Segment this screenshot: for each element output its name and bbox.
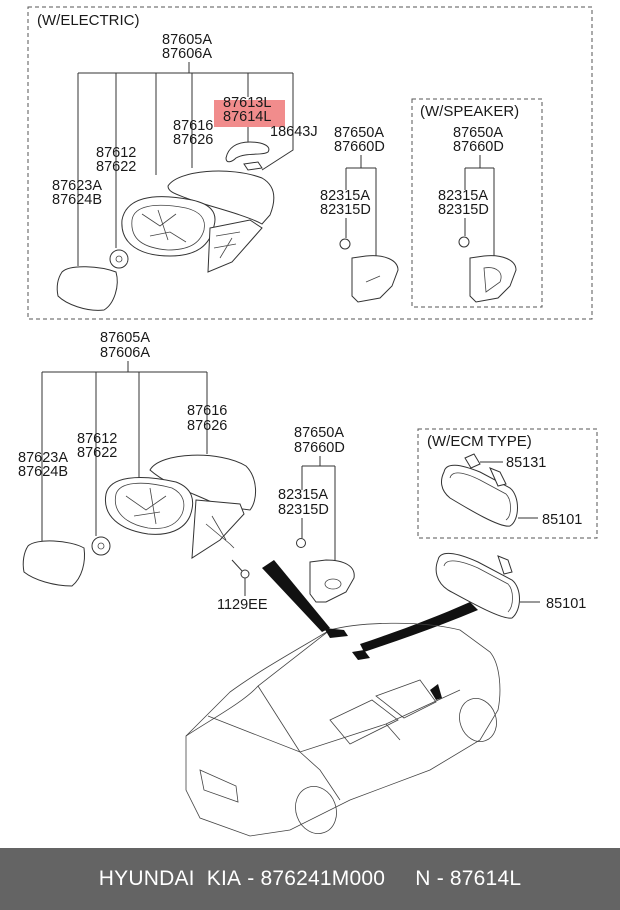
label-connector[interactable]: 18643J — [270, 124, 318, 140]
group-inside-mirror: 85101 — [435, 553, 586, 619]
leader-trim — [345, 155, 377, 257]
label-assembly-2[interactable]: 87606A — [162, 46, 212, 62]
m-clip-part-drawing — [296, 538, 306, 548]
housing-part-drawing — [121, 196, 216, 257]
label-speaker-trim-1[interactable]: 87650A — [453, 125, 503, 141]
speaker-trim-part-drawing — [469, 255, 517, 303]
m-bolt-shaft — [231, 559, 244, 573]
label-m-assembly-1[interactable]: 87605A — [100, 330, 150, 346]
label-m-cover-2[interactable]: 87626 — [187, 418, 227, 434]
footer-brand: HYUNDAI KIA — [98, 867, 242, 890]
label-ecm-mirror[interactable]: 85101 — [542, 512, 582, 528]
group-ecm-frame — [417, 428, 598, 539]
label-trim-2[interactable]: 87660D — [334, 139, 385, 155]
label-actuator-2[interactable]: 87622 — [96, 159, 136, 175]
leader-assembly — [77, 62, 294, 266]
group-ecm-title: (W/ECM TYPE) — [427, 433, 532, 450]
lamp-part-drawing — [225, 141, 270, 163]
label-m-cover-1[interactable]: 87616 — [187, 403, 227, 419]
group-speaker-title: (W/SPEAKER) — [420, 103, 519, 120]
label-lamp-1[interactable]: 87613L — [223, 95, 271, 111]
inside-mirror-part-drawing — [435, 553, 520, 619]
label-glass-2[interactable]: 87624B — [52, 192, 102, 208]
label-cover-1[interactable]: 87616 — [173, 118, 213, 134]
highlight-target-part — [214, 100, 285, 127]
cover-part-drawing — [167, 170, 275, 225]
m-bolt-part-drawing — [240, 569, 250, 579]
group-electric-title: (W/ELECTRIC) — [37, 12, 140, 29]
label-m-trim-1[interactable]: 87650A — [294, 425, 344, 441]
pointer-inside-mirror — [360, 602, 478, 652]
group-manual: 87605A 87606A 87616 87626 87612 87622 87… — [18, 330, 355, 613]
label-m-assembly-2[interactable]: 87606A — [100, 345, 150, 361]
connector-part-drawing — [243, 161, 263, 171]
leader-speaker-trim — [464, 155, 495, 257]
trim-part-drawing — [351, 255, 399, 303]
footer-bar: HYUNDAI KIA - 876241M000 N - 87614L — [0, 848, 620, 910]
ecm-cover-part-drawing — [464, 453, 481, 469]
m-glass-part-drawing — [22, 540, 85, 587]
label-m-glass-2[interactable]: 87624B — [18, 464, 68, 480]
label-m-trim-2[interactable]: 87660D — [294, 440, 345, 456]
label-m-glass-1[interactable]: 87623A — [18, 450, 68, 466]
label-speaker-clip-1[interactable]: 82315A — [438, 188, 488, 204]
label-m-actuator-2[interactable]: 87622 — [77, 445, 117, 461]
label-m-bolt[interactable]: 1129EE — [217, 597, 268, 613]
group-ecm: (W/ECM TYPE) 85131 85101 — [417, 428, 598, 539]
ecm-mirror-part-drawing — [441, 464, 518, 527]
m-trim-part-drawing — [309, 559, 355, 603]
label-m-clip-1[interactable]: 82315A — [278, 487, 328, 503]
label-inside-mirror[interactable]: 85101 — [546, 596, 586, 612]
base-part-drawing — [207, 219, 263, 273]
footer-n-number: 87614L — [449, 867, 522, 890]
label-ecm-cover[interactable]: 85131 — [506, 455, 546, 471]
label-speaker-trim-2[interactable]: 87660D — [453, 139, 504, 155]
group-speaker-frame — [411, 98, 543, 308]
footer-separator-1: - — [241, 867, 261, 890]
label-lamp-2[interactable]: 87614L — [223, 109, 271, 125]
footer-separator-2: - — [430, 867, 450, 890]
footer-n-label: N — [415, 867, 431, 890]
clip-part-drawing — [339, 238, 351, 250]
label-cover-2[interactable]: 87626 — [173, 132, 213, 148]
pointer-outside-mirror — [262, 560, 330, 632]
label-speaker-clip-2[interactable]: 82315D — [438, 202, 489, 218]
label-glass-1[interactable]: 87623A — [52, 178, 102, 194]
label-clip-2[interactable]: 82315D — [320, 202, 371, 218]
parts-diagram: (W/ELECTRIC) 87605A 87606A 87613L 87614L… — [18, 6, 598, 837]
m-actuator-part-drawing — [91, 536, 111, 556]
m-base-part-drawing — [191, 499, 245, 559]
footer-gap — [385, 867, 415, 891]
group-electric: (W/ELECTRIC) 87605A 87606A 87613L 87614L… — [27, 6, 593, 320]
m-housing-part-drawing — [104, 477, 194, 535]
speaker-clip-part-drawing — [458, 236, 470, 248]
glass-part-drawing — [56, 266, 118, 311]
label-trim-1[interactable]: 87650A — [334, 125, 384, 141]
leader-m-trim — [301, 456, 336, 562]
leader-m-assembly — [41, 361, 208, 542]
label-clip-1[interactable]: 82315A — [320, 188, 370, 204]
footer-oem-number: 876241M000 — [260, 867, 386, 890]
actuator-part-drawing — [109, 249, 129, 269]
label-m-clip-2[interactable]: 82315D — [278, 502, 329, 518]
label-assembly-1[interactable]: 87605A — [162, 32, 212, 48]
label-actuator-1[interactable]: 87612 — [96, 145, 136, 161]
car-illustration — [185, 622, 501, 837]
label-m-actuator-1[interactable]: 87612 — [77, 431, 117, 447]
group-electric-frame — [27, 6, 593, 320]
